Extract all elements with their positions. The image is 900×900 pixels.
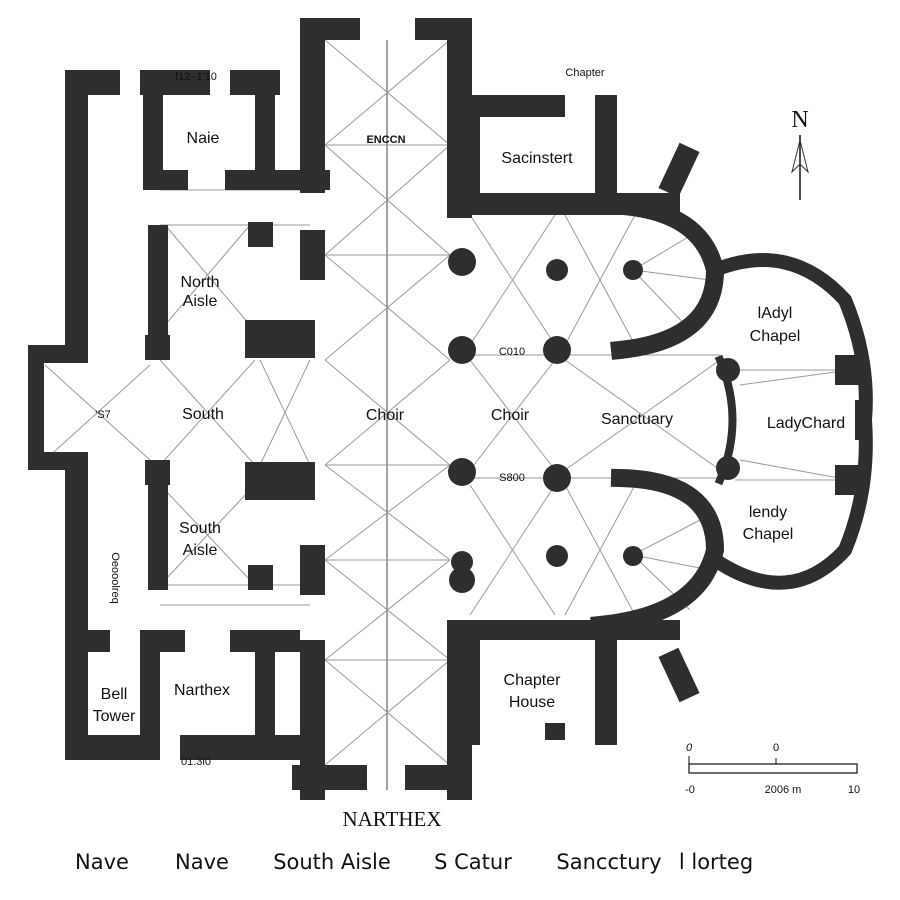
north-label: N [791, 107, 808, 133]
room-label-north-aisle-1: North [180, 274, 219, 291]
vault-lines [44, 39, 860, 790]
north-arrow-icon [791, 135, 809, 200]
room-label-naie: Naie [187, 130, 220, 147]
room-label-bell-tower-1: Bell [101, 686, 128, 703]
room-label-lady-chapel-south-2: Chapel [743, 526, 794, 543]
room-label-chapter-house-1: Chapter [504, 672, 562, 689]
room-label-south-aisle-2: Aisle [183, 542, 218, 559]
room-label-north-aisle-2: Aisle [183, 293, 218, 310]
room-label-sanctuary: Sanctuary [601, 411, 673, 428]
scale-top-left: 0 [686, 742, 693, 754]
legend-item: l lorteg [679, 850, 753, 874]
scale-bar: 0 0 -0 2006 m 10 [685, 742, 860, 796]
room-label-south-aisle-1: South [179, 520, 221, 537]
scale-bottom-mid: 2006 m [765, 784, 802, 796]
room-label-chapter: Chapter [565, 67, 604, 79]
room-label-sacristy: Sacinstert [501, 150, 573, 167]
walls [28, 18, 873, 800]
scale-bottom-right: 10 [848, 784, 860, 796]
legend-item: S Catur [434, 850, 512, 874]
top-dimension-label: f12–1'10 [175, 71, 217, 83]
label-s7: 'S7 [95, 409, 111, 421]
label-c010: C010 [499, 346, 525, 358]
vertical-room-label: Oeooolreq [109, 552, 121, 603]
room-label-narthex: Narthex [174, 682, 230, 699]
room-label-lady-chapel-north-1: lAdyl [758, 305, 793, 322]
label-s800: S800 [499, 472, 525, 484]
room-label-choir-1: Choir [366, 407, 405, 424]
scale-top-mid: 0 [773, 742, 779, 754]
narthex-title: NARTHEX [342, 807, 441, 831]
bottom-legend: Nave Nave South Aisle S Catur Sancctury … [75, 850, 753, 874]
room-label-lady-chapel-south-1: lendy [749, 504, 787, 521]
room-labels: f12–1'10 Naie ENCCN Chapter Sacinstert N… [93, 67, 845, 831]
room-label-lady-chard: LadyChard [767, 415, 845, 432]
room-label-encgn: ENCCN [366, 134, 405, 146]
north-arrow: N [791, 107, 809, 200]
room-label-choir-2: Choir [491, 407, 530, 424]
scale-bottom-left: -0 [685, 784, 695, 796]
legend-item: Sancctury [556, 850, 661, 874]
legend-item: Nave [75, 850, 129, 874]
room-label-south: South [182, 406, 224, 423]
room-label-chapter-house-2: House [509, 694, 555, 711]
room-label-lady-chapel-north-2: Chapel [750, 328, 801, 345]
room-label-bell-tower-2: Tower [93, 708, 136, 725]
bottom-dimension-label: 01:3i0 [181, 756, 211, 768]
legend-item: Nave [175, 850, 229, 874]
legend-item: South Aisle [273, 850, 391, 874]
